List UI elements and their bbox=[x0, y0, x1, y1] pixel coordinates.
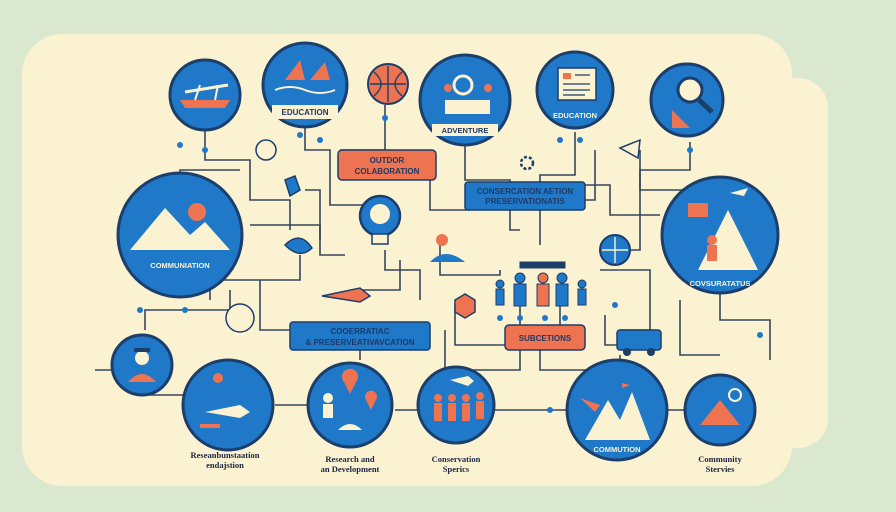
ball-icon bbox=[367, 63, 409, 105]
globe-icon bbox=[728, 388, 742, 402]
mountain-icon bbox=[585, 392, 650, 440]
circle-label-education-right: EDUCATION bbox=[553, 111, 597, 120]
circle-label-community: COVSURATATUS bbox=[690, 279, 751, 288]
horse-icon bbox=[700, 400, 740, 425]
box-outdoor-line1: OUTDOR bbox=[370, 156, 405, 165]
circle-transport[interactable] bbox=[168, 58, 242, 132]
boat-icon bbox=[180, 100, 230, 108]
circle-label-communication: COMMUNIATION bbox=[150, 261, 209, 270]
circle-research-development[interactable] bbox=[306, 361, 394, 449]
globe-icon bbox=[599, 234, 631, 266]
box-conservation-line2: PRESERVATIONATIS bbox=[485, 197, 565, 206]
circle-research[interactable] bbox=[181, 358, 275, 452]
pin-icon bbox=[341, 368, 358, 394]
clock-icon bbox=[225, 303, 255, 333]
caption-rnd-line1: Research and bbox=[325, 454, 374, 464]
circle-label-adventure: ADVENTURE bbox=[442, 126, 489, 135]
fish-icon bbox=[321, 287, 372, 303]
avatar-icon bbox=[255, 139, 277, 161]
box-cooperation[interactable]: COOERRATIAC & PRESERVEATIVAVCATION bbox=[289, 321, 431, 351]
circle-ranger[interactable] bbox=[110, 333, 174, 397]
truck-icon bbox=[616, 329, 662, 356]
cube-icon bbox=[454, 293, 476, 319]
chart-icon bbox=[672, 110, 690, 128]
fish-icon bbox=[450, 376, 474, 386]
caption-research-line2: endajstion bbox=[206, 460, 244, 470]
mountain-icon bbox=[130, 208, 230, 250]
hat-icon bbox=[134, 348, 150, 352]
gear-icon bbox=[519, 155, 535, 171]
leaf-icon bbox=[283, 237, 313, 254]
box-conservation-line1: CONSERCATION AETION bbox=[477, 187, 574, 196]
box-outdoor-line2: COLABORATION bbox=[355, 167, 420, 176]
circle-commution[interactable]: COMMUTION bbox=[565, 358, 669, 462]
box-coop-line1: COOERRATIAC bbox=[331, 327, 390, 336]
wave-icon bbox=[274, 86, 336, 94]
circle-label-education-top: EDUCATION bbox=[282, 108, 329, 117]
airplane-icon bbox=[730, 188, 748, 196]
box-conservation-action[interactable]: CONSERCATION AETION PRESERVATIONATIS bbox=[464, 181, 586, 211]
desk-icon bbox=[445, 100, 490, 114]
caption-community-line1: Community bbox=[698, 454, 742, 464]
caption-rnd-line2: an Development bbox=[321, 464, 380, 474]
caption-research-line1: Reseanbunstaation bbox=[191, 450, 260, 460]
lightbulb-icon bbox=[358, 194, 402, 245]
circle-community-services[interactable] bbox=[683, 373, 757, 447]
person-icon bbox=[430, 234, 465, 262]
circle-conservation-species[interactable] bbox=[416, 365, 496, 445]
box-coop-line2: & PRESERVEATIVAVCATION bbox=[305, 338, 414, 347]
sun-icon bbox=[188, 203, 206, 221]
fish-icon bbox=[205, 405, 250, 418]
people-group-icon bbox=[495, 261, 587, 307]
caption-conservation-line2: Sperics bbox=[443, 464, 470, 474]
circle-education-right[interactable]: EDUCATION bbox=[535, 50, 615, 130]
sail-icon bbox=[285, 60, 305, 80]
magnifier-icon bbox=[452, 74, 474, 96]
shield-icon bbox=[284, 175, 301, 198]
box-sub-label: SUBCETIONS bbox=[519, 334, 572, 343]
magnifier-icon bbox=[676, 76, 704, 104]
circle-education-top[interactable]: EDUCATION bbox=[261, 41, 349, 129]
box-subsections[interactable]: SUBCETIONS bbox=[504, 324, 586, 351]
caption-community-line2: Stervies bbox=[706, 464, 735, 474]
circle-research-top[interactable] bbox=[649, 62, 725, 138]
box-outdoor-collaboration[interactable]: OUTDOR COLABORATION bbox=[337, 149, 437, 181]
circle-community-right[interactable]: COVSURATATUS bbox=[660, 175, 780, 295]
caption-conservation-line1: Conservation bbox=[432, 454, 481, 464]
circle-communication-left[interactable]: COMMUNIATION bbox=[116, 171, 244, 299]
circle-label-commution: COMMUTION bbox=[593, 445, 640, 454]
lamp-icon bbox=[618, 138, 641, 160]
circle-adventure[interactable]: ADVENTURE bbox=[418, 53, 512, 147]
